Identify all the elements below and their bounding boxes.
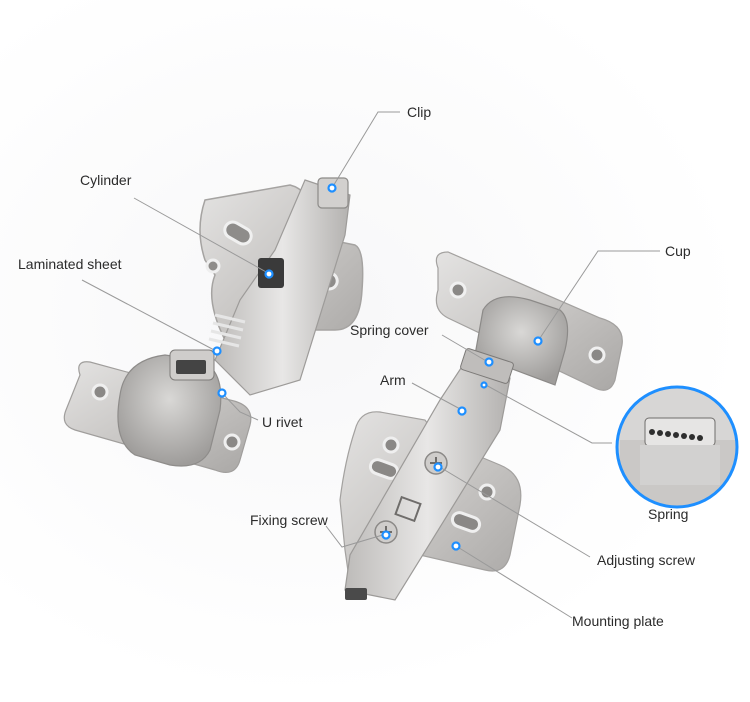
label-mounting-plate: Mounting plate — [572, 613, 664, 629]
marker-dots — [212, 183, 543, 551]
label-spring: Spring — [648, 506, 689, 522]
mounting-plate-marker — [451, 541, 461, 551]
leader-lines — [81, 111, 660, 619]
spring-detail-inset — [615, 385, 739, 509]
cup-marker — [533, 336, 543, 346]
clip-marker — [327, 183, 337, 193]
label-arm: Arm — [380, 372, 406, 388]
laminated-sheet-marker — [212, 346, 222, 356]
label-clip: Clip — [407, 104, 432, 120]
label-spring-cover: Spring cover — [350, 322, 429, 338]
fixing-screw-marker — [381, 530, 391, 540]
adjusting-screw-marker — [433, 462, 443, 472]
label-cup: Cup — [665, 243, 691, 259]
cylinder-marker — [264, 269, 274, 279]
label-cylinder: Cylinder — [80, 172, 132, 188]
label-laminated-sheet: Laminated sheet — [18, 256, 122, 272]
right-hinge — [339, 251, 623, 601]
label-fixing-screw: Fixing screw — [250, 512, 328, 528]
u-rivet-marker — [217, 388, 227, 398]
left-hinge — [63, 177, 364, 473]
spring-cover-marker — [484, 357, 494, 367]
arm-marker — [457, 406, 467, 416]
label-adjusting-screw: Adjusting screw — [597, 552, 696, 568]
spring-marker — [480, 381, 488, 389]
label-u-rivet: U rivet — [262, 414, 303, 430]
